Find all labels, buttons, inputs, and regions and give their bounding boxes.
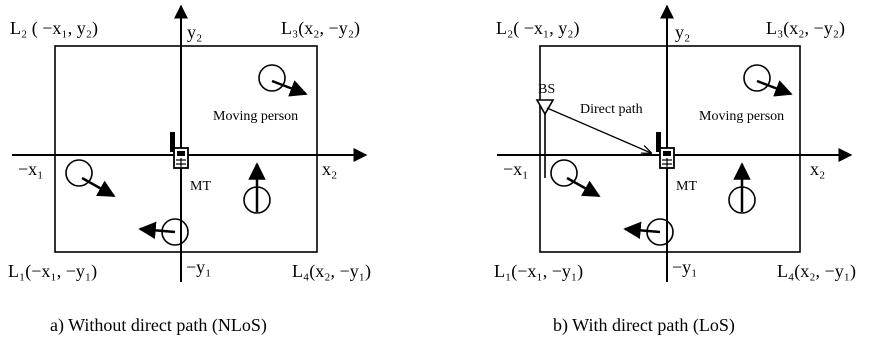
- moving-person-2: [65, 159, 116, 198]
- corner-label-l1: L₁(−x₁, −y₁): [494, 261, 583, 282]
- axis-label-neg-y1: −y₁: [186, 257, 211, 277]
- moving-person-4: [243, 162, 271, 214]
- corner-label-l2: L₂ ( −x₁, y₂): [10, 18, 98, 39]
- axis-label-x2: x₂: [322, 159, 337, 179]
- corner-label-l3: L₃(x₂, −y₂): [766, 18, 845, 39]
- panel-b: L₂( −x₁, y₂) L₃(x₂, −y₂) L₁(−x₁, −y₁) L₄…: [494, 4, 856, 336]
- axis-label-neg-x1: −x₁: [503, 159, 528, 179]
- moving-person-3: [138, 218, 189, 246]
- corner-label-l4: L₄(x₂, −y₁): [777, 261, 856, 282]
- room-boundary: [54, 45, 318, 253]
- corner-label-l4: L₄(x₂, −y₁): [292, 261, 371, 282]
- mt-label: MT: [190, 179, 211, 194]
- direct-path-label: Direct path: [580, 102, 643, 117]
- moving-person-2: [550, 159, 601, 198]
- axis-label-y2: y₂: [187, 22, 202, 42]
- moving-person-label: Moving person: [699, 109, 784, 124]
- axis-label-x2: x₂: [810, 159, 825, 179]
- panel-a: L₂ ( −x₁, y₂) L₃(x₂, −y₂) L₁(−x₁, −y₁) L…: [8, 4, 371, 336]
- moving-person-1: [743, 64, 793, 97]
- moving-person-label: Moving person: [213, 109, 298, 124]
- mt-label: MT: [676, 179, 697, 194]
- caption-a: a) Without direct path (NLoS): [50, 315, 267, 336]
- axis-label-neg-x1: −x₁: [18, 159, 43, 179]
- axis-label-neg-y1: −y₁: [672, 257, 697, 277]
- mt-device-icon: [170, 132, 189, 169]
- mt-device-icon: [656, 132, 675, 169]
- direct-path-arrow: [546, 107, 651, 153]
- caption-b: b) With direct path (LoS): [553, 315, 735, 336]
- moving-person-1: [258, 64, 308, 97]
- axis-label-y2: y₂: [675, 22, 690, 42]
- corner-label-l1: L₁(−x₁, −y₁): [8, 261, 97, 282]
- corner-label-l3: L₃(x₂, −y₂): [281, 18, 360, 39]
- moving-person-3: [623, 218, 674, 246]
- bs-label: BS: [538, 82, 555, 97]
- room-boundary: [539, 45, 801, 253]
- bs-antenna-icon: [535, 99, 555, 178]
- moving-person-4: [728, 162, 756, 214]
- corner-label-l2: L₂( −x₁, y₂): [496, 18, 579, 39]
